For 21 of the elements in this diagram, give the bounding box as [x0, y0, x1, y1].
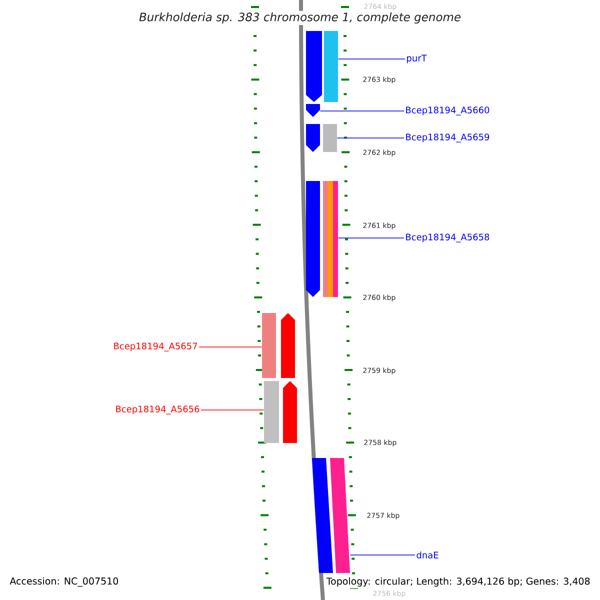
genome-info-text: Topology: circular; Length: 3,694,126 bp; Genes: 3,408 — [324, 576, 592, 588]
gene-label: Bcep18194_A5657 — [114, 342, 198, 352]
leader-line — [320, 110, 404, 112]
title: Burkholderia sp. 383 chromosome 1, complete genome — [137, 10, 463, 26]
gene-label: dnaE — [416, 552, 438, 558]
gene-feature — [312, 458, 350, 573]
leader-line — [198, 346, 262, 348]
gene-feature — [306, 104, 320, 117]
gene-feature — [264, 381, 297, 443]
gene-feature — [306, 31, 338, 102]
gene-feature — [262, 313, 295, 378]
gene-label: Bcep18194_A5658 — [406, 234, 490, 242]
gene-feature — [306, 181, 338, 297]
gene-label: Bcep18194_A5659 — [406, 134, 490, 142]
leader-line — [350, 554, 416, 556]
gene-label: Bcep18194_A5660 — [406, 106, 490, 116]
gene-label: purT — [407, 54, 427, 64]
accession-text: Accession: NC_007510 — [8, 576, 120, 588]
gene-label: Bcep18194_A5656 — [116, 406, 200, 414]
leader-line — [338, 58, 406, 60]
gene-feature — [306, 124, 337, 152]
